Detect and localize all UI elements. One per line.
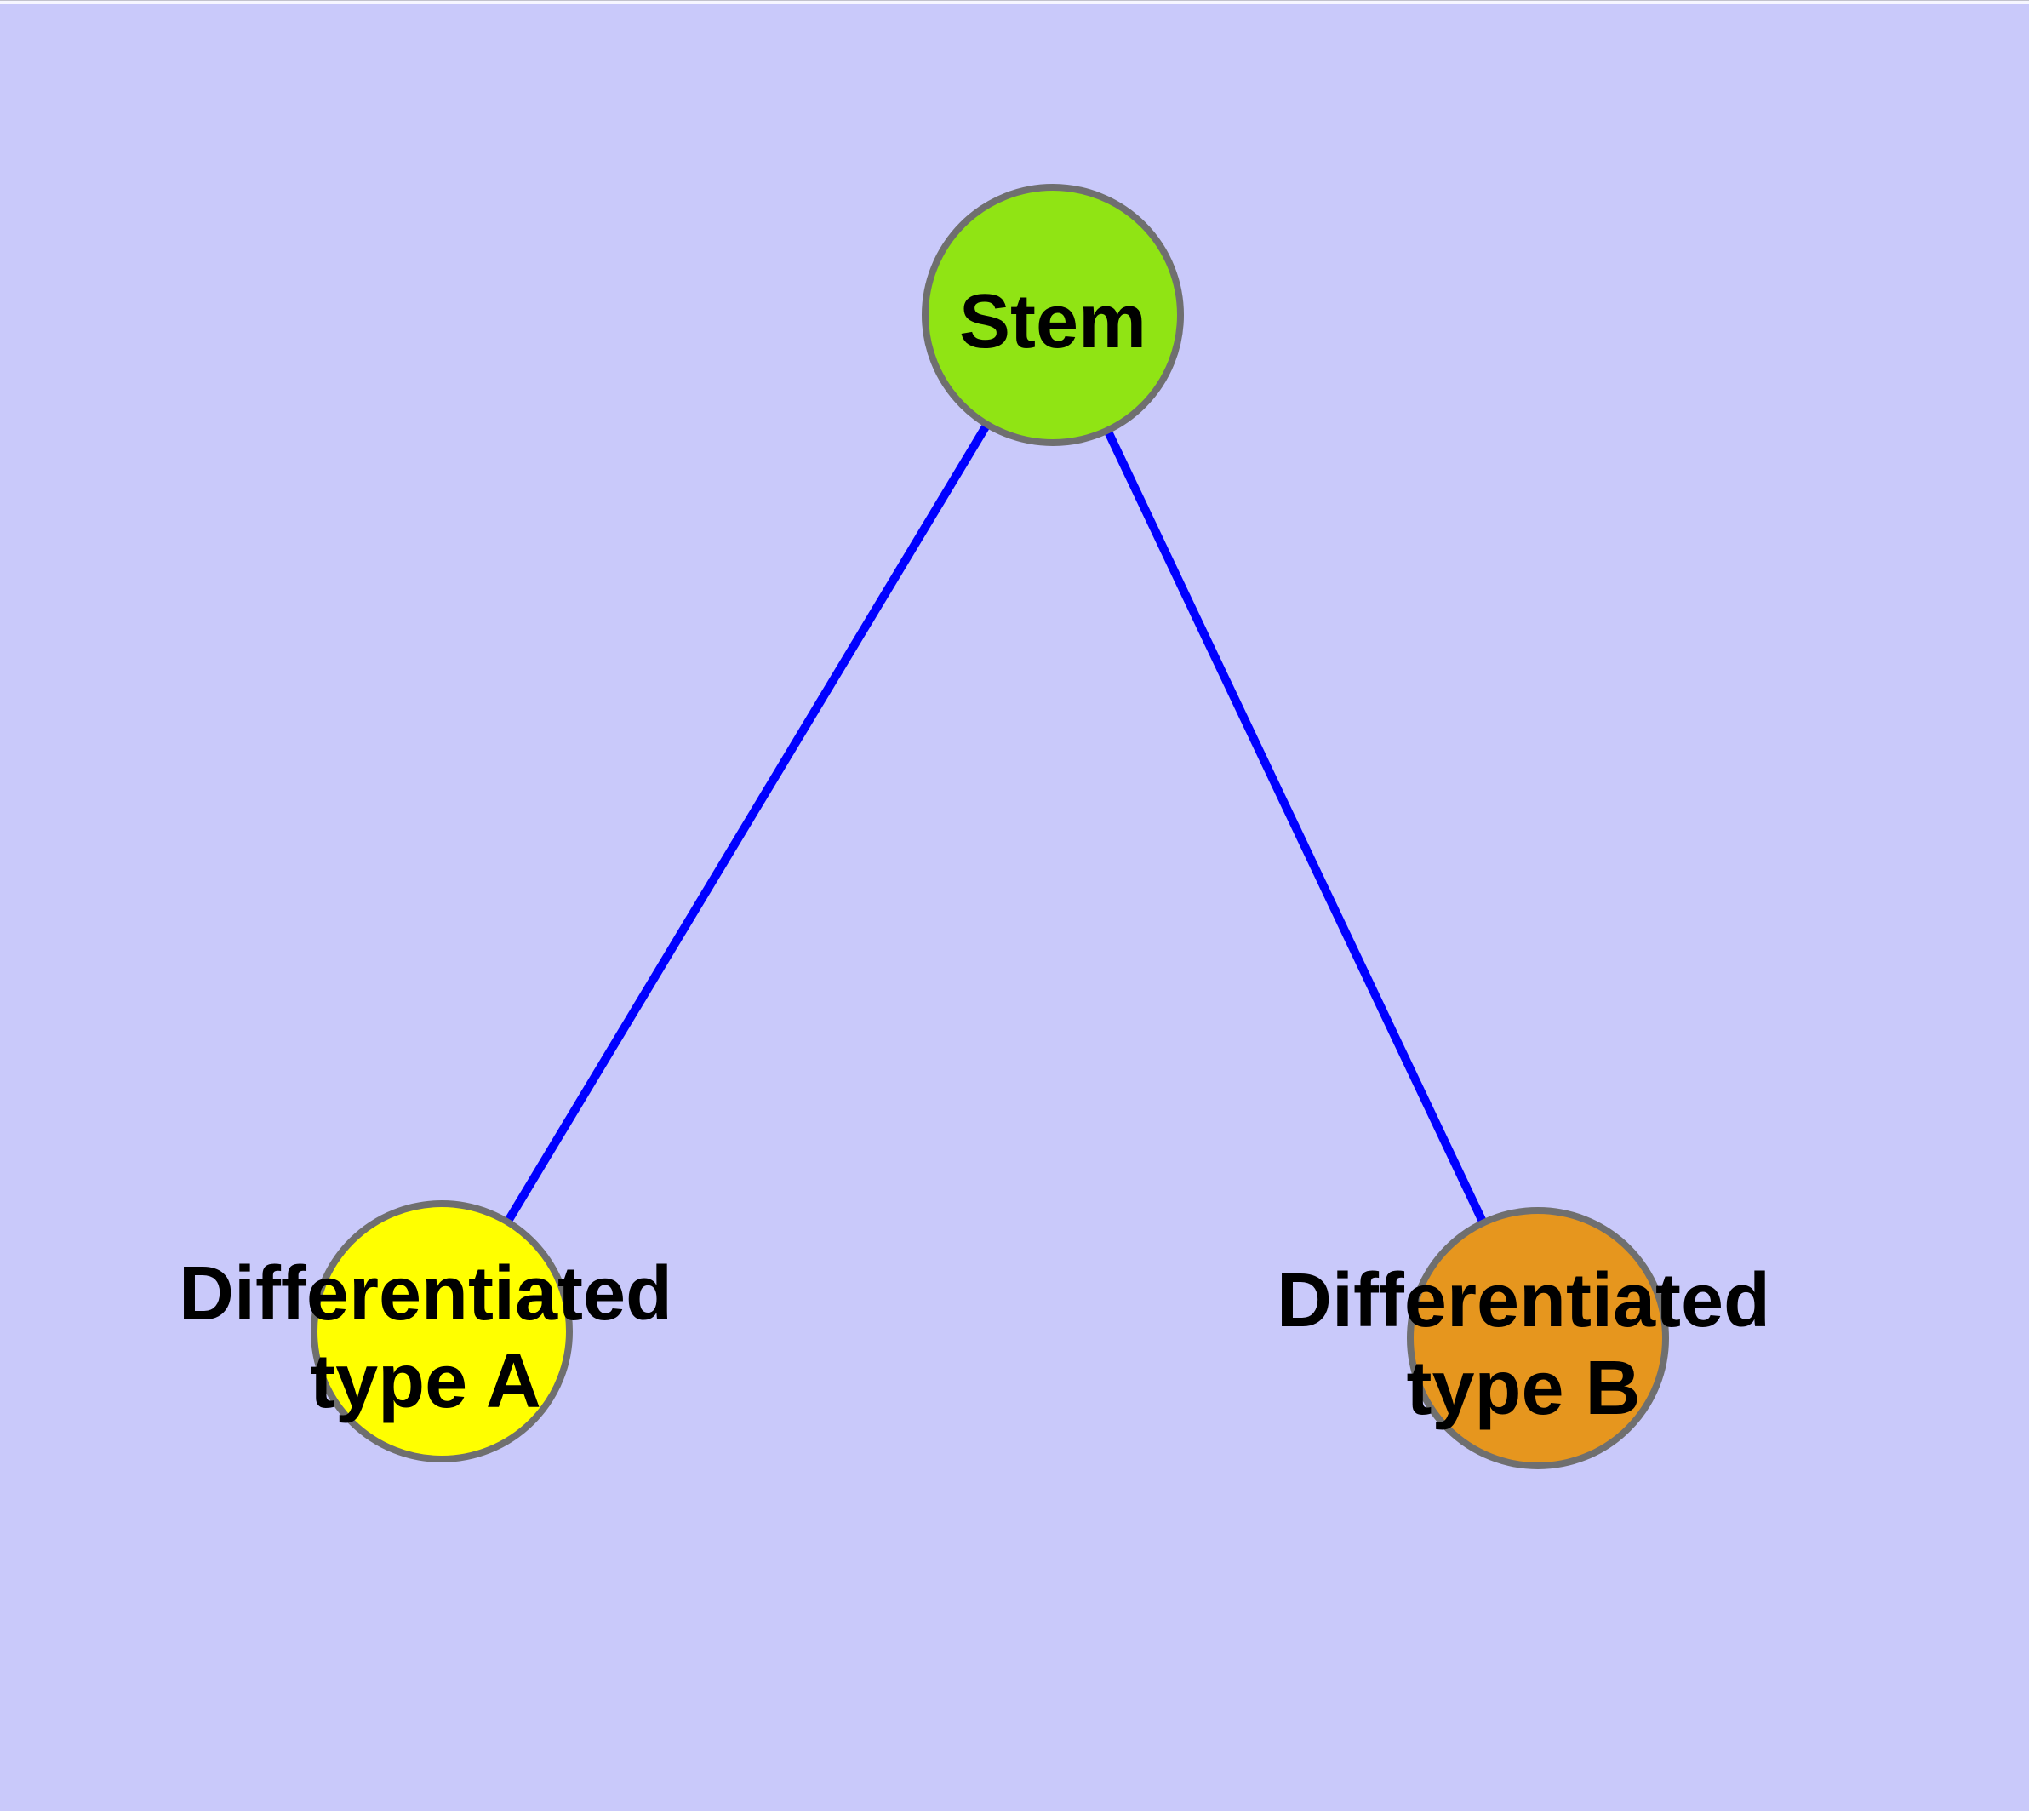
node-type-a-circle xyxy=(311,1200,573,1462)
node-stem-label: Stem xyxy=(959,279,1146,364)
node-type-b-label-line2: type B xyxy=(1406,1346,1640,1431)
edge-stem-to-type-a xyxy=(437,312,1057,1334)
window-top-edge xyxy=(0,0,2029,4)
node-type-b-circle xyxy=(1407,1207,1669,1469)
node-type-a-label-line2: type A xyxy=(310,1339,541,1424)
node-type-a-label-line1: Differentiated xyxy=(179,1251,672,1336)
edge-stem-to-type-b xyxy=(1049,312,1542,1341)
node-type-b-label-line1: Differentiated xyxy=(1277,1258,1770,1343)
node-stem-circle xyxy=(922,184,1184,446)
